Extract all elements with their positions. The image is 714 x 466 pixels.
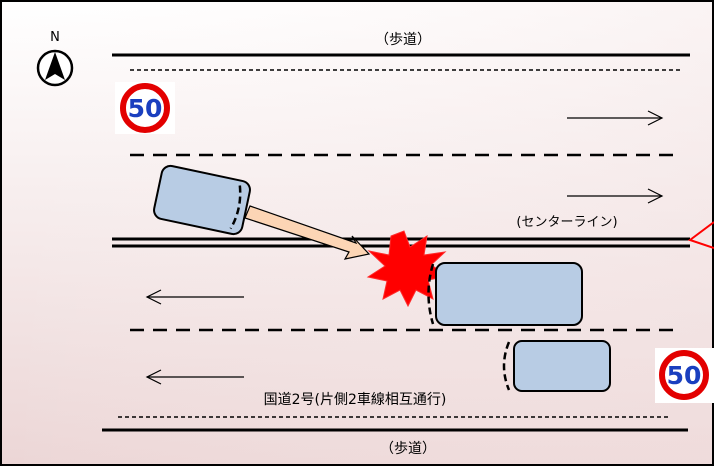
vehicle-b-front-mark [427, 263, 435, 325]
north-arrow-pointer [45, 52, 65, 80]
speed-limit-sign-bottom: 50 [655, 348, 714, 403]
compass: N [36, 30, 74, 87]
center-line-label: (センターライン) [516, 215, 617, 230]
right-arrow-icon [567, 188, 664, 204]
speed-limit-sign-icon [120, 83, 170, 133]
compass-letter: N [50, 30, 60, 45]
vehicle-c [502, 340, 611, 392]
vehicle-b-body [435, 262, 583, 326]
vehicle-c-front-mark [502, 341, 511, 391]
speed-limit-value: 50 [667, 361, 702, 390]
vehicle-c-body [513, 340, 611, 392]
left-arrow-icon [145, 289, 244, 305]
callout-pointer [687, 221, 714, 249]
vehicle-a-body [153, 164, 251, 236]
vehicle-a [153, 164, 251, 236]
road-label: 国道2号(片側2車線相互通行) [264, 391, 447, 408]
left-arrow-icon [145, 369, 244, 385]
speed-limit-sign-top: 50 [115, 82, 175, 134]
sidewalk-bottom-label: （歩道） [380, 441, 436, 457]
sidewalk-top-label: （歩道） [375, 32, 431, 48]
speed-limit-value: 50 [128, 94, 163, 123]
vehicle-b [427, 262, 583, 326]
vehicle-a-front-mark [229, 185, 242, 230]
vehicle-path-arrow [244, 205, 371, 260]
right-arrow-icon [567, 110, 664, 126]
speed-limit-sign-icon [659, 350, 709, 400]
